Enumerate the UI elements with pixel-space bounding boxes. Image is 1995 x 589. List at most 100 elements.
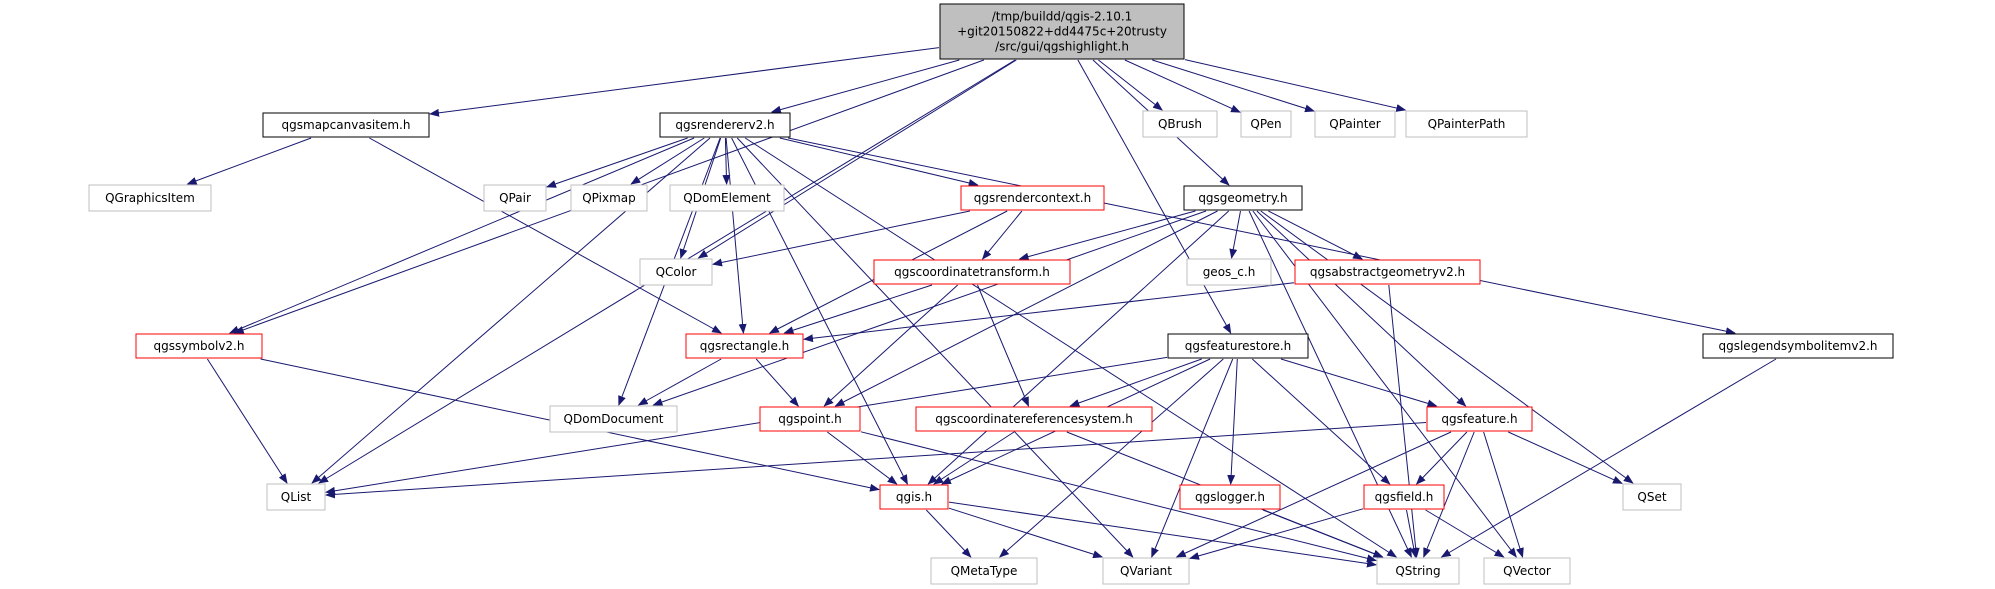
node-label-qgssymbolv2: qgssymbolv2.h (154, 339, 245, 353)
edge-qgscoordinatetransform-to-qgsrectangle (783, 284, 933, 335)
node-qgscoordinatetransform[interactable]: qgscoordinatetransform.h (873, 259, 1071, 285)
node-qgscoordinatereferencesystem[interactable]: qgscoordinatereferencesystem.h (915, 406, 1153, 432)
node-qgsgeometry[interactable]: qgsgeometry.h (1183, 185, 1303, 211)
node-qlist[interactable]: QList (266, 483, 326, 511)
edge-qgsgeometry-to-qgsabstractgeometryv2 (1268, 210, 1363, 260)
node-label-qpair: QPair (499, 191, 531, 205)
edge-qgslogger-to-qstring (1262, 509, 1384, 558)
node-box-qpainterpath (1405, 110, 1528, 138)
node-qdomdocument[interactable]: QDomDocument (549, 405, 678, 433)
node-qgssymbolv2[interactable]: qgssymbolv2.h (135, 333, 263, 359)
node-box-qgslegendsymbolitemv2 (1702, 333, 1894, 359)
node-qgsrendercontext[interactable]: qgsrendercontext.h (960, 185, 1105, 211)
node-box-qgscoordinatetransform (873, 259, 1071, 285)
node-qgsfeaturestore[interactable]: qgsfeaturestore.h (1167, 333, 1309, 359)
node-label-qgsfield: qgsfield.h (1375, 490, 1434, 504)
node-box-qpen (1240, 110, 1292, 138)
edge-qgspoint-to-qstring (860, 431, 1377, 563)
node-box-qpainter (1314, 110, 1396, 138)
node-box-qvariant (1102, 557, 1190, 585)
node-qgsabstractgeometryv2[interactable]: qgsabstractgeometryv2.h (1294, 259, 1481, 285)
edge-root-to-qpainter (1152, 59, 1315, 113)
node-qgraphicsitem[interactable]: QGraphicsItem (88, 184, 212, 212)
node-qstring[interactable]: QString (1376, 557, 1460, 585)
node-box-root (939, 3, 1185, 60)
node-geos_c[interactable]: geos_c.h (1186, 258, 1272, 286)
edge-qgsabstractgeometryv2-to-qstring (1388, 284, 1420, 558)
edge-root-to-qpen (1124, 59, 1241, 113)
node-qset[interactable]: QSet (1622, 483, 1682, 511)
edge-qgspoint-to-qgis (827, 431, 898, 485)
node-qpair[interactable]: QPair (483, 184, 547, 212)
edge-qgsgeometry-to-qgspoint (834, 210, 1218, 407)
node-label-qgsmapcanvasitem: qgsmapcanvasitem.h (282, 118, 411, 132)
edge-qgsrendererv2-to-qpixmap (630, 137, 705, 185)
node-qgsfeature[interactable]: qgsfeature.h (1426, 406, 1533, 432)
edge-qgsrendererv2-to-qdomelement (722, 137, 731, 185)
node-qpixmap[interactable]: QPixmap (570, 184, 648, 212)
node-qcolor[interactable]: QColor (639, 258, 713, 286)
node-qpainter[interactable]: QPainter (1314, 110, 1396, 138)
node-label-qgsfeaturestore: qgsfeaturestore.h (1185, 339, 1292, 353)
node-box-qgslogger (1179, 484, 1281, 510)
node-label-qpainter: QPainter (1329, 117, 1381, 131)
node-label-qlist: QList (281, 490, 312, 504)
node-qdomelement[interactable]: QDomElement (669, 184, 785, 212)
edge-qgsrectangle-to-qdomdocument (637, 358, 722, 406)
edge-qgsgeometry-to-qgscoordinatetransform (1018, 210, 1196, 261)
node-qgspoint[interactable]: qgspoint.h (759, 406, 861, 432)
node-box-qdomelement (669, 184, 785, 212)
node-box-qpixmap (570, 184, 648, 212)
node-label-qgis: qgis.h (896, 490, 932, 504)
node-qpainterpath[interactable]: QPainterPath (1405, 110, 1528, 138)
node-label-qgsrectangle: qgsrectangle.h (700, 339, 790, 353)
node-box-qgsgeometry (1183, 185, 1303, 211)
node-qbrush[interactable]: QBrush (1142, 110, 1218, 138)
edge-qgsrendererv2-to-qvariant (736, 137, 1134, 558)
edge-qgsrendercontext-to-qcolor (712, 210, 971, 267)
node-qgslogger[interactable]: qgslogger.h (1179, 484, 1281, 510)
node-label-qpixmap: QPixmap (582, 191, 636, 205)
edge-root-to-qgsrendererv2 (770, 59, 960, 114)
edge-qgsfield-to-qvariant (1189, 508, 1364, 560)
node-box-qgssymbolv2 (135, 333, 263, 359)
node-qvector[interactable]: QVector (1483, 557, 1571, 585)
node-box-qgsfeaturestore (1167, 333, 1309, 359)
node-qgsrendererv2[interactable]: qgsrendererv2.h (659, 112, 791, 138)
edge-qgis-to-qstring (948, 501, 1377, 568)
node-qgis[interactable]: qgis.h (879, 484, 949, 510)
edge-qgsrendererv2-to-qpair (546, 137, 688, 188)
node-qpen[interactable]: QPen (1240, 110, 1292, 138)
node-label-qvariant: QVariant (1120, 564, 1172, 578)
edge-qgsgeometry-to-qset (1260, 210, 1634, 484)
node-box-qlist (266, 483, 326, 511)
node-qgsmapcanvasitem[interactable]: qgsmapcanvasitem.h (262, 112, 430, 138)
edge-qgsfeature-to-qstring (1423, 431, 1475, 558)
edge-qgsgeometry-to-qgis (927, 210, 1230, 485)
node-label-root-line-3: /src/gui/qgshighlight.h (995, 40, 1129, 54)
node-qgsrectangle[interactable]: qgsrectangle.h (685, 333, 804, 359)
edge-qgsrendererv2-to-qgslegendsymbolitemv2 (787, 137, 1736, 336)
edge-qgsrectangle-to-qgspoint (755, 358, 799, 407)
node-box-qvector (1483, 557, 1571, 585)
edge-qgsrendererv2-to-qstring (744, 137, 1398, 558)
edge-qgis-to-qmetatype (925, 509, 972, 558)
node-box-qgsrectangle (685, 333, 804, 359)
node-qgslegendsymbolitemv2[interactable]: qgslegendsymbolitemv2.h (1702, 333, 1894, 359)
edge-qgsfeature-to-qvariant (1175, 431, 1452, 558)
node-qvariant[interactable]: QVariant (1102, 557, 1190, 585)
node-root[interactable]: /tmp/buildd/qgis-2.10.1+git20150822+dd44… (939, 3, 1185, 60)
edge-qgsrendererv2-to-qgsrectangle (725, 137, 747, 334)
edge-qgscoordinatereferencesystem-to-qgis (933, 431, 1015, 485)
node-box-qgsrendercontext (960, 185, 1105, 211)
edge-qgsrendererv2-to-qgsrendercontext (779, 137, 979, 187)
node-label-qgsrendererv2: qgsrendererv2.h (675, 118, 774, 132)
node-qmetatype[interactable]: QMetaType (930, 557, 1038, 585)
node-label-qgslogger: qgslogger.h (1195, 490, 1265, 504)
edge-qgsfeaturestore-to-qgsfield (1251, 358, 1391, 485)
node-box-geos_c (1186, 258, 1272, 286)
node-qgsfield[interactable]: qgsfield.h (1363, 484, 1445, 510)
node-label-qgspoint: qgspoint.h (778, 412, 842, 426)
node-box-qgsmapcanvasitem (262, 112, 430, 138)
